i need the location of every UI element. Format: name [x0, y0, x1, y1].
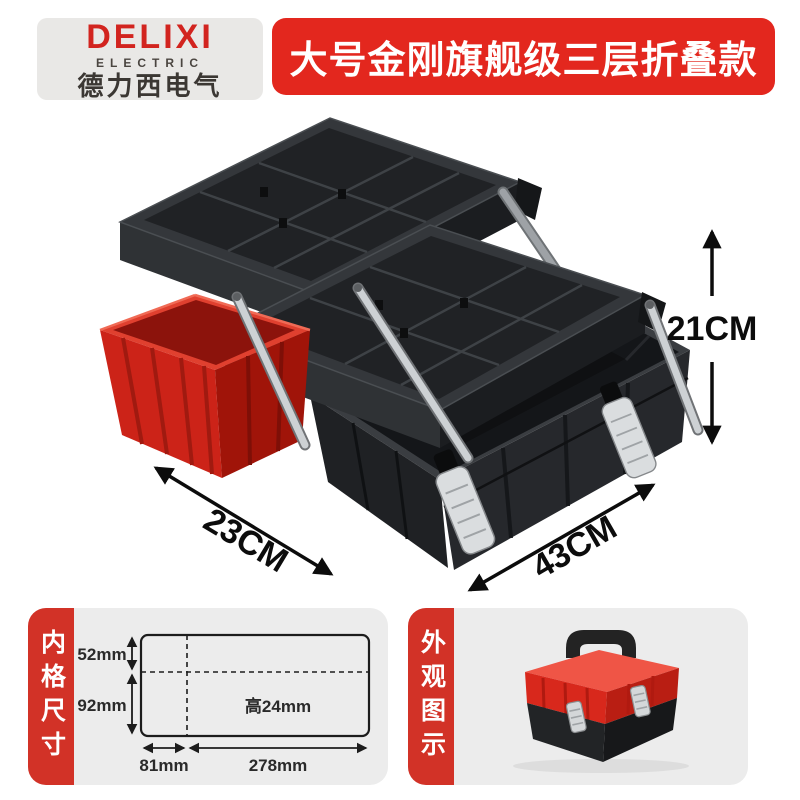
right-col-width-label: 278mm: [249, 756, 308, 775]
open-toolbox-illustration: 21CM 23CM 43CM: [99, 117, 758, 592]
inner-size-panel: 内格尺寸 52mm 92mm 81mm: [28, 608, 388, 785]
inner-size-diagram: 52mm 92mm 81mm 278mm 高24mm: [77, 633, 371, 775]
depth-dimension-label: 23CM: [197, 501, 294, 580]
depth-dimension-arrow-icon: [153, 466, 334, 576]
width-dimension-arrow-icon: [467, 483, 656, 592]
toolbox-handle: [566, 630, 636, 658]
height-dimension-label: 21CM: [667, 310, 758, 348]
folding-arms: [231, 282, 704, 464]
inner-size-panel-band: 内格尺寸: [28, 608, 74, 785]
tray-outline: [139, 633, 371, 738]
closed-toolbox-latch: [629, 684, 651, 718]
appearance-panel: 外观图示: [408, 608, 748, 785]
bottom-row-height-label: 92mm: [77, 696, 126, 715]
title-banner: 大号金刚旗舰级三层折叠款: [272, 18, 775, 95]
compartment-height-label: 高24mm: [245, 696, 311, 716]
top-row-height-label: 52mm: [77, 645, 126, 664]
brand-name-chinese: 德力西电气: [77, 70, 223, 101]
title-banner-text: 大号金刚旗舰级三层折叠款: [289, 40, 758, 82]
appearance-panel-label: 外观图示: [417, 628, 446, 765]
brand-subtitle: ELECTRIC: [96, 55, 204, 70]
closed-toolbox-latch: [565, 700, 587, 734]
closed-toolbox-illustration: [513, 630, 689, 773]
appearance-panel-band: 外观图示: [408, 608, 454, 785]
left-col-width-label: 81mm: [139, 756, 188, 775]
brand-name: DELIXI: [86, 17, 214, 56]
inner-size-panel-label: 内格尺寸: [37, 628, 66, 765]
bin-latch-side: [599, 381, 657, 479]
brand-logo: DELIXI ELECTRIC 德力西电气: [37, 18, 263, 100]
